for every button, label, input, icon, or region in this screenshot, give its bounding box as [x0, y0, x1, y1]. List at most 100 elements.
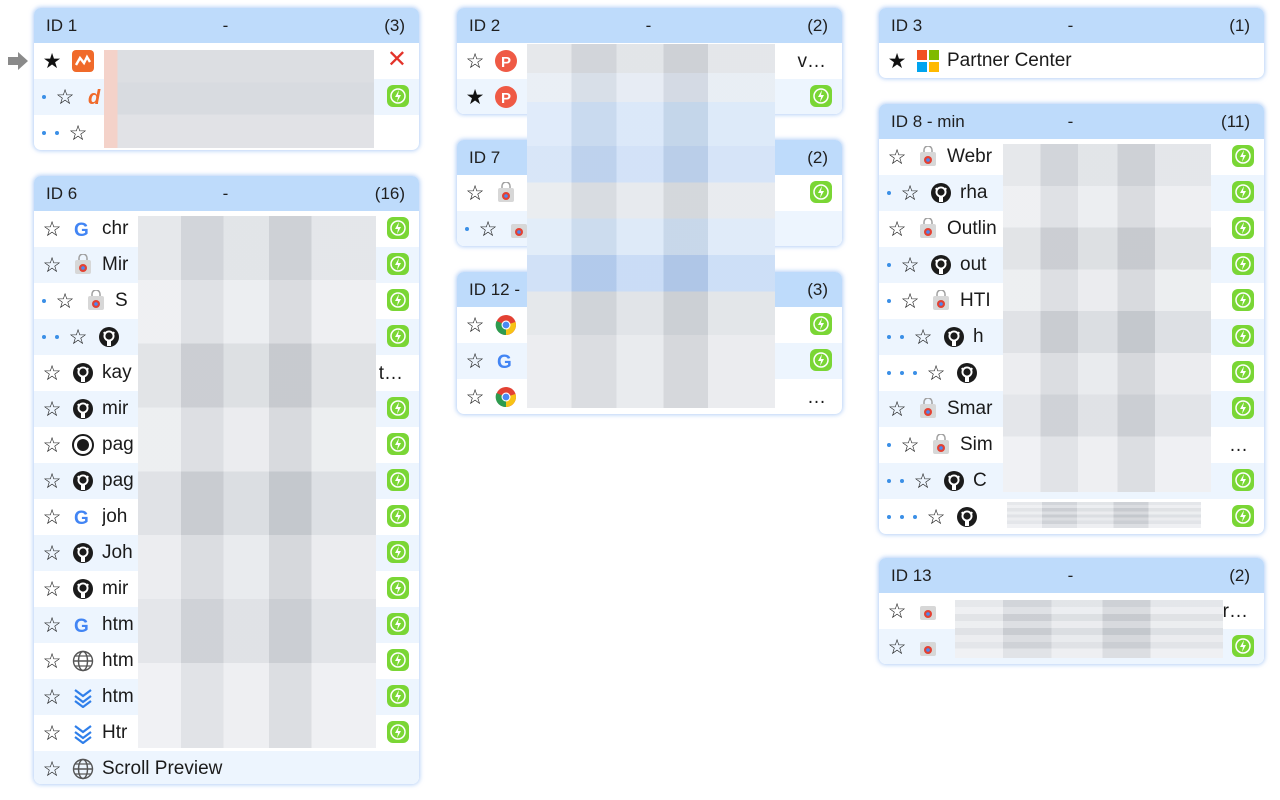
- star-empty-icon[interactable]: ☆: [68, 325, 88, 349]
- bolt-icon[interactable]: [387, 505, 409, 527]
- bolt-icon[interactable]: [1232, 635, 1254, 657]
- tab-row[interactable]: ☆: [457, 175, 842, 211]
- bolt-icon[interactable]: [387, 85, 409, 107]
- bolt-icon[interactable]: [387, 649, 409, 671]
- star-empty-icon[interactable]: ☆: [926, 505, 946, 529]
- tab-row[interactable]: ☆Sim…: [879, 427, 1264, 463]
- star-empty-icon[interactable]: ☆: [900, 289, 920, 313]
- bolt-icon[interactable]: [387, 469, 409, 491]
- star-empty-icon[interactable]: ☆: [465, 49, 485, 73]
- tab-row[interactable]: ☆mir: [34, 571, 419, 607]
- close-tab-icon[interactable]: ✕: [386, 46, 407, 73]
- bolt-icon[interactable]: [1232, 145, 1254, 167]
- bolt-icon[interactable]: [810, 313, 832, 335]
- panel-header[interactable]: ID 13 - (2): [879, 558, 1264, 593]
- bolt-icon[interactable]: [810, 85, 832, 107]
- star-empty-icon[interactable]: ☆: [55, 85, 75, 109]
- tab-row[interactable]: ☆: [34, 115, 419, 150]
- star-empty-icon[interactable]: ☆: [68, 121, 88, 145]
- chevrons-icon: [72, 686, 94, 708]
- star-empty-icon[interactable]: ☆: [42, 649, 62, 673]
- star-empty-icon[interactable]: ☆: [42, 541, 62, 565]
- bolt-icon[interactable]: [1232, 469, 1254, 491]
- bolt-icon[interactable]: [387, 685, 409, 707]
- star-empty-icon[interactable]: ☆: [887, 145, 907, 169]
- panel-header[interactable]: ID 1 - (3): [34, 8, 419, 43]
- tab-row[interactable]: ☆htm: [34, 643, 419, 679]
- star-empty-icon[interactable]: ☆: [465, 385, 485, 409]
- star-empty-icon[interactable]: ☆: [900, 433, 920, 457]
- star-empty-icon[interactable]: ☆: [465, 181, 485, 205]
- star-empty-icon[interactable]: ☆: [42, 577, 62, 601]
- tab-row[interactable]: ☆Htr: [34, 715, 419, 751]
- tab-row[interactable]: ☆HTI: [879, 283, 1264, 319]
- tab-row[interactable]: ☆S: [34, 283, 419, 319]
- bolt-icon[interactable]: [387, 613, 409, 635]
- star-filled-icon[interactable]: ★: [465, 85, 485, 109]
- bolt-icon[interactable]: [1232, 397, 1254, 419]
- star-empty-icon[interactable]: ☆: [42, 397, 62, 421]
- star-empty-icon[interactable]: ☆: [465, 313, 485, 337]
- panel-header[interactable]: ID 3 - (1): [879, 8, 1264, 43]
- star-empty-icon[interactable]: ☆: [926, 361, 946, 385]
- tab-row[interactable]: ☆: [457, 307, 842, 343]
- bolt-icon[interactable]: [810, 349, 832, 371]
- bolt-icon[interactable]: [387, 217, 409, 239]
- star-empty-icon[interactable]: ☆: [42, 433, 62, 457]
- panel-header[interactable]: ID 8 - min - (11): [879, 104, 1264, 139]
- tab-row[interactable]: ☆Scroll Preview: [34, 751, 419, 784]
- star-empty-icon[interactable]: ☆: [42, 217, 62, 241]
- tab-row[interactable]: ★ ✕: [34, 43, 419, 79]
- bolt-icon[interactable]: [1232, 361, 1254, 383]
- bolt-icon[interactable]: [387, 325, 409, 347]
- star-filled-icon[interactable]: ★: [887, 49, 907, 73]
- star-empty-icon[interactable]: ☆: [887, 217, 907, 241]
- tab-row[interactable]: ☆ P v…: [457, 43, 842, 79]
- star-empty-icon[interactable]: ☆: [55, 289, 75, 313]
- bolt-icon[interactable]: [387, 541, 409, 563]
- star-filled-icon[interactable]: ★: [42, 49, 62, 73]
- star-empty-icon[interactable]: ☆: [42, 685, 62, 709]
- star-empty-icon[interactable]: ☆: [887, 635, 907, 659]
- tab-row[interactable]: ☆..: [879, 499, 1264, 534]
- bolt-icon[interactable]: [1232, 505, 1254, 527]
- bolt-icon[interactable]: [1232, 217, 1254, 239]
- star-empty-icon[interactable]: ☆: [42, 613, 62, 637]
- star-empty-icon[interactable]: ☆: [42, 469, 62, 493]
- bolt-icon[interactable]: [1232, 181, 1254, 203]
- tab-row[interactable]: ☆: [879, 355, 1264, 391]
- bolt-icon[interactable]: [387, 433, 409, 455]
- tab-row[interactable]: ☆Outlin: [879, 211, 1264, 247]
- star-empty-icon[interactable]: ☆: [887, 397, 907, 421]
- star-empty-icon[interactable]: ☆: [913, 325, 933, 349]
- bolt-icon[interactable]: [387, 289, 409, 311]
- star-empty-icon[interactable]: ☆: [42, 721, 62, 745]
- tab-row[interactable]: ☆pag: [34, 427, 419, 463]
- star-empty-icon[interactable]: ☆: [465, 349, 485, 373]
- panel-header[interactable]: ID 6 - (16): [34, 176, 419, 211]
- bolt-icon[interactable]: [1232, 325, 1254, 347]
- bolt-icon[interactable]: [810, 181, 832, 203]
- bolt-icon[interactable]: [387, 397, 409, 419]
- panel-header[interactable]: ID 2 - (2): [457, 8, 842, 43]
- bolt-icon[interactable]: [387, 253, 409, 275]
- tab-row[interactable]: ★ Partner Center: [879, 43, 1264, 78]
- tab-row[interactable]: ☆ …: [457, 379, 842, 414]
- star-empty-icon[interactable]: ☆: [887, 599, 907, 623]
- bolt-icon[interactable]: [387, 721, 409, 743]
- star-empty-icon[interactable]: ☆: [478, 217, 498, 241]
- star-empty-icon[interactable]: ☆: [900, 181, 920, 205]
- bolt-icon[interactable]: [1232, 253, 1254, 275]
- bolt-icon[interactable]: [1232, 289, 1254, 311]
- star-empty-icon[interactable]: ☆: [900, 253, 920, 277]
- tab-row[interactable]: ☆Webr: [879, 139, 1264, 175]
- star-empty-icon[interactable]: ☆: [42, 361, 62, 385]
- bolt-icon[interactable]: [387, 577, 409, 599]
- star-empty-icon[interactable]: ☆: [42, 757, 62, 781]
- star-empty-icon[interactable]: ☆: [42, 505, 62, 529]
- star-empty-icon[interactable]: ☆: [42, 253, 62, 277]
- star-empty-icon[interactable]: ☆: [913, 469, 933, 493]
